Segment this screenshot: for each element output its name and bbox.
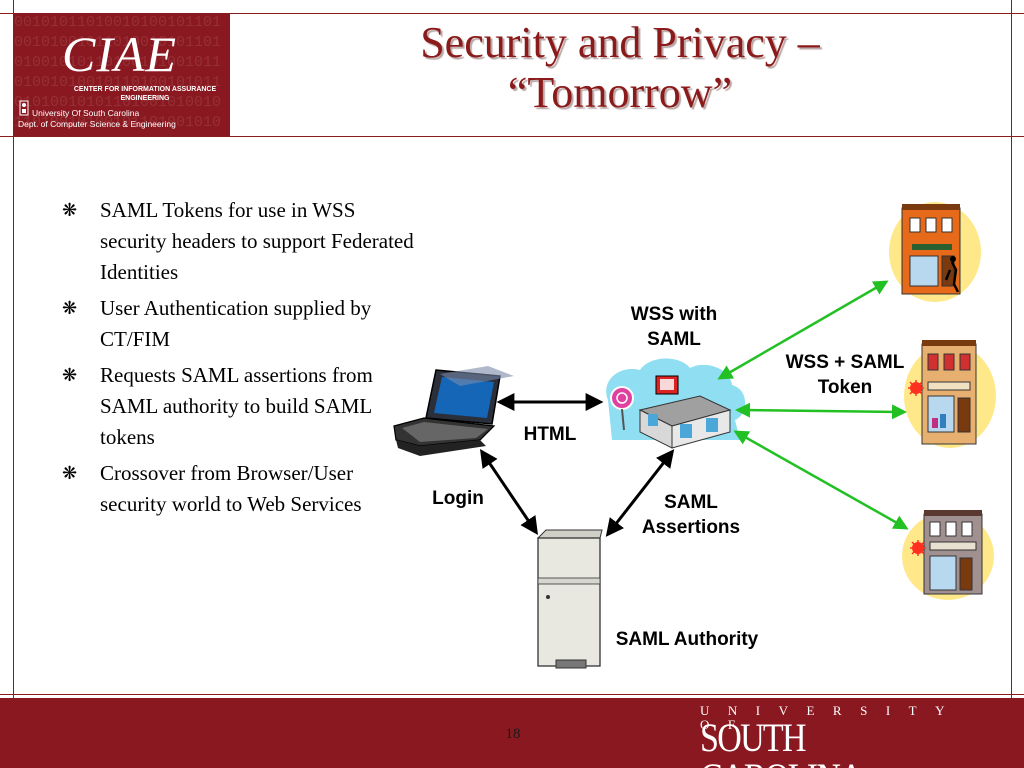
token-arrow-video [733, 430, 909, 530]
bullet-item: ❋ Crossover from Browser/User security w… [62, 458, 422, 520]
token-arrow-pharmacy [735, 402, 907, 420]
web-service-storefront-icon [606, 358, 746, 449]
wss-with-saml-line1: WSS with [630, 304, 718, 325]
wss-saml-token-line2: Token [817, 377, 873, 398]
wss-with-saml-line2: SAML [647, 329, 701, 350]
wss-saml-token-line1: WSS + SAML [785, 352, 905, 373]
slide-title-line1: Security and Privacy – [420, 18, 820, 67]
usc-logo-main: SOUTH CAROLINA. [700, 715, 871, 768]
top-rule [0, 13, 1024, 14]
laptop-icon [393, 366, 514, 456]
university-seal-icon [19, 100, 29, 116]
logo-binary-background: 0010101101001010010110100101001011010010… [14, 14, 222, 136]
saml-assertions-arrow [605, 449, 675, 537]
bullet-list: ❋ SAML Tokens for use in WSS security he… [62, 195, 422, 525]
bullet-glyph-icon: ❋ [62, 463, 78, 484]
logo-title: CIAE [62, 26, 178, 82]
logo-department: Dept. of Computer Science & Engineering [18, 119, 176, 129]
saml-authority-server-icon [536, 529, 603, 669]
slide-title: Security and Privacy – “Tomorrow” [250, 18, 990, 118]
bullet-glyph-icon: ❋ [62, 200, 78, 221]
login-label: Login [432, 488, 484, 509]
bullet-text: User Authentication supplied by CT/FIM [100, 296, 372, 351]
wss-with-saml-label: WSS with SAML [612, 302, 736, 352]
page-number: 18 [505, 726, 521, 742]
saml-authority-label: SAML Authority [615, 629, 759, 650]
bullet-glyph-icon: ❋ [62, 298, 78, 319]
usc-logo-top: UNIVERSITY OF [700, 703, 963, 732]
header-rule [0, 136, 1024, 137]
jeweler-store-icon [889, 202, 981, 302]
ciae-logo: 0010101101001010010110100101001011010010… [14, 13, 230, 136]
footer-bar [0, 698, 1024, 768]
footer-rule [0, 694, 1024, 695]
saml-assertions-line1: SAML [664, 492, 718, 513]
right-rule [1011, 0, 1012, 698]
left-rule [13, 0, 14, 698]
logo-subtitle-line2: ENGINEERING [120, 95, 170, 102]
logo-subtitle-line1: CENTER FOR INFORMATION ASSURANCE [73, 86, 217, 93]
bullet-glyph-icon: ❋ [62, 365, 78, 386]
wss-saml-token-label: WSS + SAML Token [768, 350, 922, 400]
bullet-text: Crossover from Browser/User security wor… [100, 461, 362, 516]
bullet-item: ❋ User Authentication supplied by CT/FIM [62, 293, 422, 355]
pharmacy-store-icon [904, 340, 996, 448]
html-label: HTML [523, 424, 577, 445]
bullet-text: Requests SAML assertions from SAML autho… [100, 363, 373, 449]
token-arrow-jeweler [717, 280, 889, 380]
bullet-item: ❋ SAML Tokens for use in WSS security he… [62, 195, 422, 288]
saml-assertions-line2: Assertions [641, 517, 741, 538]
saml-assertions-label: SAML Assertions [624, 490, 758, 540]
video-store-icon [902, 510, 994, 600]
login-arrow [479, 449, 539, 535]
bullet-item: ❋ Requests SAML assertions from SAML aut… [62, 360, 422, 453]
bullet-text: SAML Tokens for use in WSS security head… [100, 198, 414, 284]
logo-university: University Of South Carolina [32, 108, 140, 118]
logo-subtitle: CENTER FOR INFORMATION ASSURANCE ENGINEE… [70, 85, 220, 103]
slide-title-line2: “Tomorrow” [507, 68, 733, 117]
